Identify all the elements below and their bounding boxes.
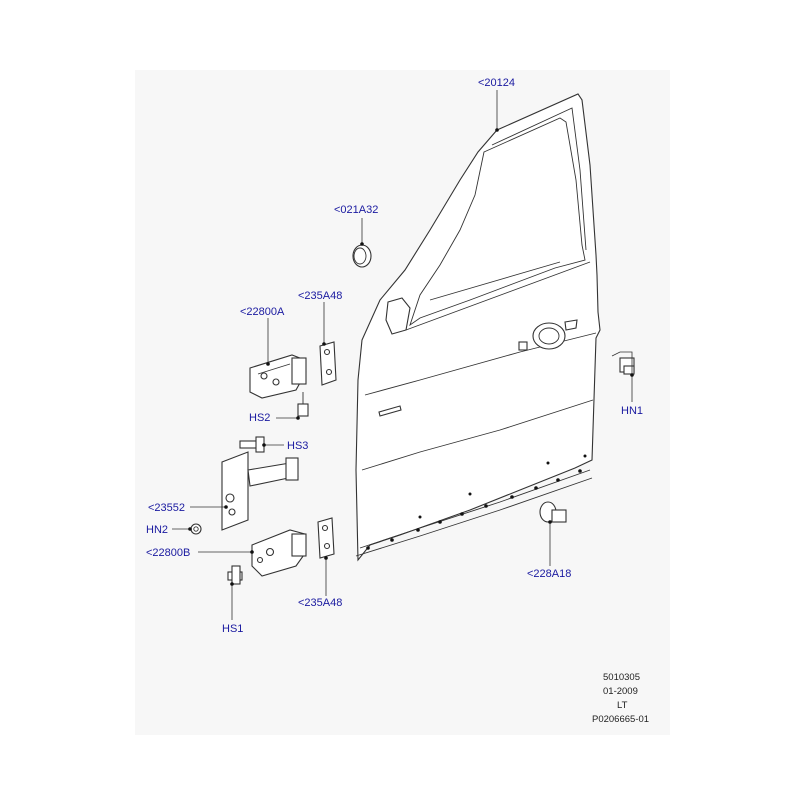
footer-ref: P0206665-01 — [592, 714, 649, 725]
callout-lower-hinge: <22800B — [146, 547, 190, 559]
callout-door-shell: <20124 — [478, 77, 515, 89]
callout-check-strap: <23552 — [148, 502, 185, 514]
lower-hinge-part — [251, 529, 307, 577]
upper-hinge-part — [249, 354, 307, 399]
lower-shim-part — [317, 517, 335, 559]
upper-shim-part — [319, 341, 337, 386]
hs1-bolt-part — [227, 565, 243, 585]
footer-side: LT — [617, 700, 628, 711]
bumper-part — [539, 501, 567, 523]
leader-lines — [172, 90, 634, 620]
callout-bumper: <228A18 — [527, 568, 571, 580]
callout-plug: <021A32 — [334, 204, 378, 216]
hn1-nut-part — [619, 357, 635, 375]
hn2-nut-part — [190, 523, 202, 535]
callout-hs3: HS3 — [287, 440, 308, 452]
plug-part — [352, 244, 372, 268]
callout-upper-hinge-shim: <235A48 — [298, 290, 342, 302]
callout-hs1: HS1 — [222, 623, 243, 635]
callout-hs2: HS2 — [249, 412, 270, 424]
callout-hn2: HN2 — [146, 524, 168, 536]
footer-code: 5010305 — [603, 672, 640, 683]
door-shell — [355, 93, 601, 562]
hs3-bolt-part — [239, 436, 265, 453]
hs2-bolt-part — [297, 392, 309, 417]
check-strap-part — [221, 451, 299, 531]
callout-upper-hinge: <22800A — [240, 306, 285, 318]
footer-date: 01-2009 — [603, 686, 638, 697]
callout-lower-hinge-shim: <235A48 — [298, 597, 342, 609]
callout-hn1: HN1 — [621, 405, 643, 417]
